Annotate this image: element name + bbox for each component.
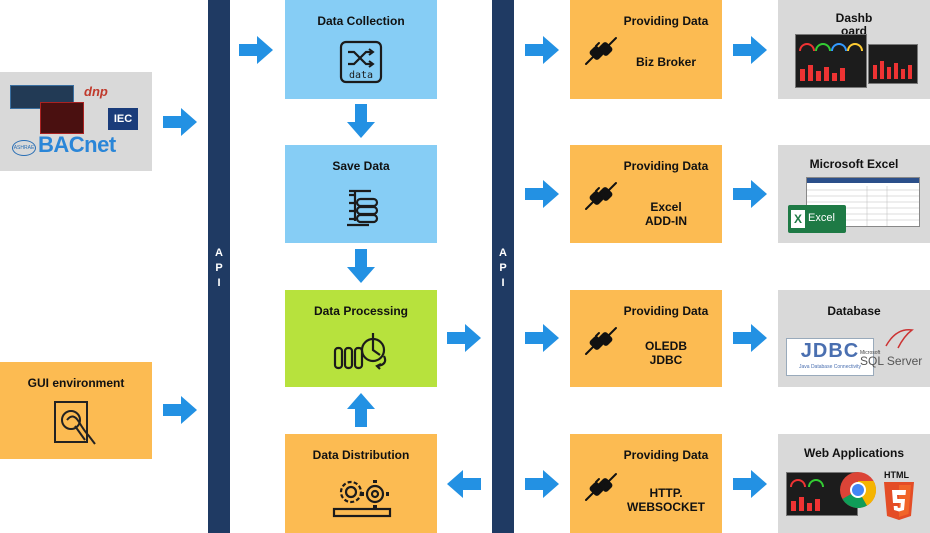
gears-icon [332,480,392,518]
output-database: Database JDBC Java Database Connectivity… [778,290,930,387]
excel-logo: X Excel [788,205,846,233]
provider-name: OLEDB [645,339,687,353]
data-shuffle-icon: data [339,40,383,84]
dashboard-screenshot-2 [868,44,918,84]
arrow-provider-4-to-output [732,470,768,498]
data-collection-block: Data Collection data [285,0,437,99]
processing-icon [333,333,387,370]
arrow-provider-3-to-output [732,324,768,352]
plug-icon [584,472,618,502]
provider-title: Providing Data [623,448,709,462]
output-web-applications: Web Applications HTML [778,434,930,533]
arrow-collection-to-save [347,104,375,138]
arrow-provider-2-to-output [732,180,768,208]
output-excel-title: Microsoft Excel [809,157,899,171]
output-database-title: Database [827,304,881,318]
arrow-save-to-processing [347,249,375,283]
sql-server-swirl-icon [885,329,914,349]
ashrae-logo: ASHRAE [12,140,36,156]
output-dashboard: Dashboard [778,0,930,99]
provider-http-websocket: Providing Data HTTP. WEBSOCKET [570,434,722,533]
output-web-title: Web Applications [803,446,904,460]
provider-name: Excel [650,200,682,214]
jdbc-logo-text: JDBC [800,340,860,362]
plc-device-image-2 [40,102,84,134]
data-icon-text: data [349,70,373,81]
sql-server-small-text: Microsoft [860,350,881,356]
protocols-panel: dnp IEC ASHRAE BACnet [0,72,152,171]
data-distribution-block: Data Distribution [285,434,437,533]
provider-excel-addin: Providing Data Excel ADD-IN [570,145,722,243]
arrow-api-to-provider-2 [524,180,560,208]
iec-logo: IEC [108,108,138,130]
arrow-processing-to-api [446,324,482,352]
excel-sheet-screenshot [806,177,920,227]
excel-x-icon: X [791,210,805,228]
arrow-provider-1-to-output [732,36,768,64]
chrome-icon [840,472,877,509]
touch-panel-icon [54,401,96,445]
arrow-distribution-to-processing [347,393,375,427]
provider-name-2: JDBC [649,353,683,367]
jdbc-logo: JDBC Java Database Connectivity [786,338,874,376]
arrow-api-to-distribution [446,470,482,498]
database-stack-icon [347,189,379,227]
excel-logo-text: Excel [808,212,835,224]
provider-name-2: ADD-IN [645,214,687,228]
provider-biz-broker: Providing Data Biz Broker [570,0,722,99]
arrow-gui-to-api [162,396,198,424]
gui-environment-label: GUI environment [27,376,125,390]
arrow-api-to-provider-4 [524,470,560,498]
data-processing-block: Data Processing [285,290,437,387]
provider-name-2: WEBSOCKET [627,500,705,514]
save-data-block: Save Data [285,145,437,243]
provider-name: HTTP. [649,486,683,500]
provider-name: Biz Broker [635,55,697,69]
web-dashboard-screenshot [786,472,858,516]
plug-icon [584,181,618,211]
gui-environment-block: GUI environment [0,362,152,459]
data-processing-label: Data Processing [313,304,409,318]
provider-title: Providing Data [623,159,709,173]
data-distribution-label: Data Distribution [312,448,410,462]
arrow-api-to-provider-3 [524,324,560,352]
jdbc-logo-subtitle: Java Database Connectivity [799,364,861,370]
output-excel: Microsoft Excel X Excel [778,145,930,243]
sql-server-text: SQL Server [860,354,923,368]
save-data-label: Save Data [332,159,390,173]
dnp-logo: dnp [84,84,108,99]
arrow-protocols-to-api [162,108,198,136]
bacnet-logo: BACnet [38,132,116,157]
html5-label: HTML [884,470,909,480]
plug-icon [584,326,618,356]
arrow-api-to-collection [238,36,274,64]
arrow-api-to-provider-1 [524,36,560,64]
provider-title: Providing Data [623,14,709,28]
dashboard-screenshot [795,34,867,88]
sql-server-logo: Microsoft SQL Server [860,326,926,372]
html5-shield-icon [884,482,914,520]
plug-icon [584,36,618,66]
provider-title: Providing Data [623,304,709,318]
provider-oledb-jdbc: Providing Data OLEDB JDBC [570,290,722,387]
data-collection-label: Data Collection [317,14,405,28]
